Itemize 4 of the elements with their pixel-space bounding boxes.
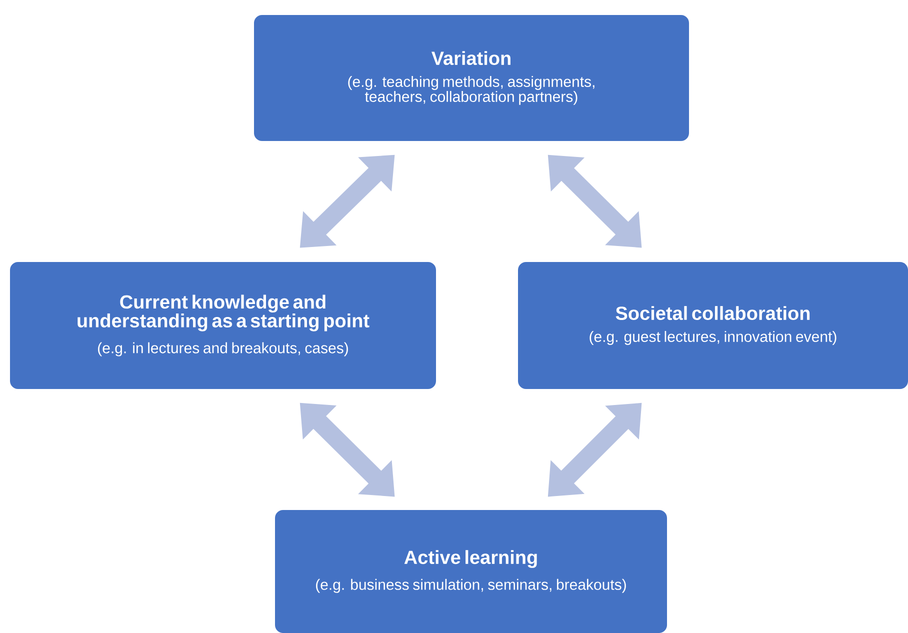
process-box: Active learning (e.g. business simulation, seminars, breakouts) bbox=[275, 510, 667, 633]
process-box: Variation (e.g. teaching methods, assignments, teachers, collaboration partners) bbox=[254, 15, 689, 141]
process-box: Current knowledge and understanding as a starting point (e.g. in lectures and breakouts, cases) bbox=[10, 262, 436, 389]
process-box: Societal collaboration (e.g. guest lectures, innovation event) bbox=[518, 262, 908, 389]
